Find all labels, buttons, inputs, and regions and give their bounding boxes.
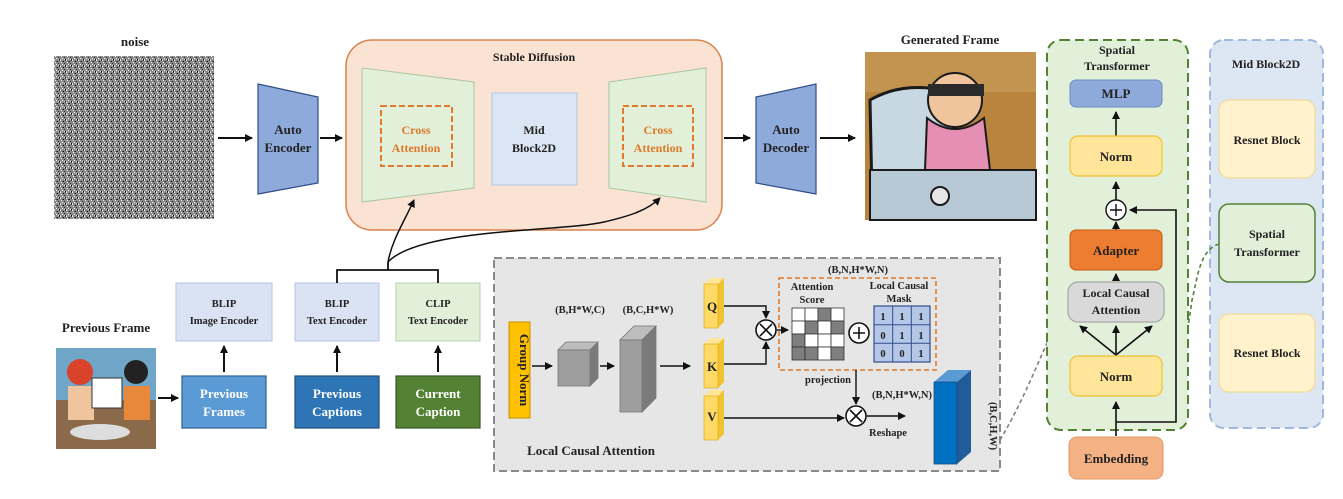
previous-frames-label-2: Frames (203, 404, 245, 419)
mask-cell: 0 (899, 349, 904, 360)
previous-captions-label-2: Captions (312, 404, 362, 419)
noise-image (54, 56, 214, 219)
mask-cell: 0 (880, 331, 885, 342)
clip-text-encoder-label-2: Text Encoder (408, 316, 468, 327)
k-label: K (707, 359, 718, 374)
noise-group: noise (54, 34, 214, 219)
cross-attention-right (622, 105, 694, 167)
auto-decoder-label-2: Decoder (763, 140, 809, 155)
embedding-label: Embedding (1084, 451, 1149, 466)
local-causal-attention-block (1067, 281, 1165, 323)
attention-score-grid (791, 307, 845, 361)
cross-attention-right-label-1: Cross (643, 123, 672, 137)
spatial-transformer-block-label-1: Spatial (1249, 227, 1286, 241)
norm-block-bottom (1069, 355, 1163, 397)
cross-attention-left (380, 105, 453, 167)
mlp-block (1069, 79, 1163, 108)
previous-captions-label-1: Previous (313, 386, 361, 401)
blip-text-encoder-label-1: BLIP (325, 299, 350, 310)
dim-bchw-label: (B,C,H*W) (623, 305, 674, 316)
mid-block-label-1: Mid (523, 123, 545, 137)
generated-frame-label: Generated Frame (901, 32, 1000, 47)
previous-frame-label: Previous Frame (62, 320, 150, 335)
blip-image-encoder (175, 282, 273, 342)
group-norm-label: Group Norm (517, 334, 532, 407)
mask-cell: 1 (918, 331, 923, 342)
dim-bnhwn-top-label: (B,N,H*W,N) (828, 265, 888, 276)
spatial-transformer-block (1218, 203, 1316, 283)
mid-block2d (491, 92, 578, 186)
dim-bchw-rot-label: (B,C,H,W) (987, 402, 998, 451)
blip-text-encoder (294, 282, 380, 342)
generated-frame: Generated Frame (865, 32, 1037, 221)
adapter-block (1069, 229, 1163, 271)
auto-decoder: Auto Decoder (755, 83, 817, 195)
stable-diffusion-title: Stable Diffusion (493, 50, 576, 64)
local-causal-attention-block-label-1: Local Causal (1082, 286, 1150, 300)
previous-captions-button (294, 375, 380, 429)
previous-frames-button (181, 375, 267, 429)
noise-label: noise (121, 34, 149, 49)
current-caption-label-1: Current (415, 386, 461, 401)
previous-frame: Previous Frame (56, 320, 156, 449)
auto-encoder-label-2: Encoder (265, 140, 312, 155)
clip-text-encoder (395, 282, 481, 342)
mask-cell: 1 (899, 331, 904, 342)
mask-cell: 1 (918, 349, 923, 360)
clip-text-encoder-label-1: CLIP (425, 299, 451, 310)
group-norm-block (508, 321, 531, 419)
reshape-label: Reshape (869, 428, 907, 439)
v-label: V (707, 409, 717, 424)
embedding-block (1068, 436, 1164, 480)
mlp-label: MLP (1102, 86, 1131, 101)
mid-block2d-title: Mid Block2D (1232, 57, 1301, 71)
cross-attention-left-label-1: Cross (401, 123, 430, 137)
resnet-block-top-label: Resnet Block (1234, 133, 1301, 147)
spatial-transformer-title-1: Spatial (1099, 43, 1136, 57)
norm-label-bottom: Norm (1100, 369, 1133, 384)
current-caption-button (395, 375, 481, 429)
norm-label-top: Norm (1100, 149, 1133, 164)
dim-bhwc-label: (B,H*W,C) (555, 305, 605, 316)
cross-attention-right-label-2: Attention (634, 141, 683, 155)
attention-score-label-1: Attention (791, 282, 834, 293)
auto-encoder: Auto Encoder (257, 83, 319, 195)
spatial-transformer-title-2: Transformer (1084, 59, 1150, 73)
current-caption-label-2: Caption (416, 404, 462, 419)
mid-block-label-2: Block2D (512, 141, 556, 155)
attention-score-label-2: Score (800, 295, 825, 306)
mid-block2d-panel: Mid Block2D Resnet Block Spatial Transfo… (1209, 39, 1324, 429)
auto-encoder-label-1: Auto (274, 122, 301, 137)
mask-cell: 0 (880, 349, 885, 360)
resnet-block-bottom-label: Resnet Block (1234, 346, 1301, 360)
blip-image-encoder-label-1: BLIP (212, 299, 237, 310)
local-causal-attention-caption: Local Causal Attention (527, 443, 656, 458)
resnet-block-top (1218, 99, 1316, 179)
mask-cell: 1 (899, 312, 904, 323)
q-label: Q (707, 299, 717, 314)
stable-diffusion-block: Stable Diffusion Cross Attention Mid Blo… (345, 39, 723, 231)
blip-image-encoder-label-2: Image Encoder (190, 316, 259, 327)
local-causal-mask-label-2: Mask (886, 294, 911, 305)
cross-attention-left-label-2: Attention (392, 141, 441, 155)
auto-decoder-label-1: Auto (772, 122, 799, 137)
norm-block-top (1069, 135, 1163, 177)
resnet-block-bottom (1218, 313, 1316, 393)
spatial-transformer-block-label-2: Transformer (1234, 245, 1300, 259)
dim-bnhwn-bottom-label: (B,N,H*W,N) (872, 390, 932, 401)
local-causal-attention-block-label-2: Attention (1092, 303, 1141, 317)
local-causal-attention-panel: Local Causal Attention Group Norm (B,H*W… (493, 257, 1001, 472)
blip-text-encoder-label-2: Text Encoder (307, 316, 367, 327)
local-causal-mask-grid: 1 1 1 0 1 1 0 0 1 (873, 305, 931, 363)
projection-label: projection (805, 375, 851, 386)
spatial-transformer-panel: Spatial Transformer MLP Norm Adapter Loc… (1046, 39, 1189, 436)
local-causal-mask-label-1: Local Causal (870, 281, 929, 292)
previous-frames-label-1: Previous (200, 386, 248, 401)
mask-cell: 1 (918, 312, 923, 323)
mask-cell: 1 (880, 312, 885, 323)
adapter-label: Adapter (1093, 243, 1139, 258)
